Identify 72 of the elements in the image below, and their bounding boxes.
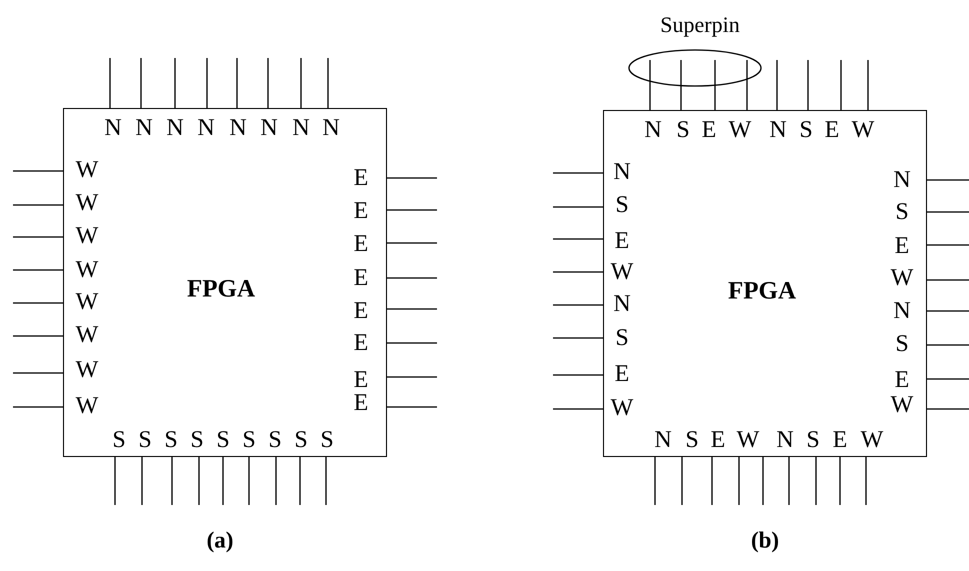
pin-letter: S: [685, 428, 699, 452]
pin-letter: N: [292, 116, 310, 140]
pin-letter: N: [166, 116, 184, 140]
pin-letter: N: [229, 116, 247, 140]
pin-letter: W: [76, 158, 98, 182]
pin-letter: E: [354, 166, 368, 190]
pin-letter: S: [676, 118, 690, 142]
pin-letter: S: [895, 332, 909, 356]
pin-letter: W: [76, 358, 98, 382]
pin-letter: E: [614, 362, 630, 386]
pin-letter: E: [702, 118, 716, 142]
pin-letter: W: [890, 393, 914, 417]
pin-letter: N: [654, 428, 672, 452]
pin-letter: N: [197, 116, 215, 140]
pin-letter: S: [799, 118, 813, 142]
pin-letter: W: [890, 266, 914, 290]
pin-letter: N: [893, 168, 911, 192]
chip-label: FPGA: [186, 276, 256, 302]
pin-letter: E: [354, 331, 368, 355]
pin-letter: S: [294, 428, 308, 452]
chip-box: [603, 110, 927, 457]
pin-letter: S: [216, 428, 230, 452]
pin-letter: E: [894, 234, 910, 258]
pin-letter: W: [76, 394, 98, 418]
pin-letter: E: [894, 368, 910, 392]
pin-letter: E: [824, 118, 840, 142]
pin-letter: W: [610, 260, 634, 284]
chip-box: [63, 108, 387, 457]
pin-letter: W: [728, 118, 752, 142]
pin-letter: E: [354, 232, 368, 256]
pin-letter: E: [710, 428, 726, 452]
chip-label: FPGA: [728, 278, 796, 304]
pin-letter: S: [190, 428, 204, 452]
pin-letter: W: [76, 191, 98, 215]
pin-letter: S: [895, 200, 909, 224]
group-label: Superpin: [660, 14, 740, 36]
pin-letter: S: [112, 428, 126, 452]
pin-letter: E: [354, 391, 368, 415]
pin-letter: W: [610, 396, 634, 420]
pin-letter: S: [615, 193, 629, 217]
pin-letter: N: [769, 118, 787, 142]
pin-letter: W: [76, 290, 98, 314]
pin-letter: S: [806, 428, 820, 452]
pin-letter: S: [164, 428, 178, 452]
pin-letter: W: [76, 323, 98, 347]
pin-letter: N: [260, 116, 278, 140]
pin-letter: W: [852, 118, 874, 142]
pin-letter: N: [613, 160, 631, 184]
pin-letter: E: [354, 266, 368, 290]
pin-letter: E: [354, 199, 368, 223]
pin-letter: N: [322, 116, 340, 140]
pin-letter: W: [76, 258, 98, 282]
pin-letter: E: [354, 299, 368, 323]
pin-letter: S: [138, 428, 152, 452]
pin-letter: S: [615, 326, 629, 350]
panel-caption: (b): [750, 528, 780, 552]
pin-letter: N: [776, 428, 794, 452]
pin-letter: E: [614, 229, 630, 253]
pin-letter: N: [644, 118, 662, 142]
pin-letter: S: [320, 428, 334, 452]
pin-letter: W: [860, 428, 884, 452]
pin-letter: N: [104, 116, 122, 140]
pin-letter: S: [242, 428, 256, 452]
pin-letter: W: [736, 428, 760, 452]
pin-letter: N: [135, 116, 153, 140]
pin-letter: W: [76, 224, 98, 248]
pin-letter: S: [268, 428, 282, 452]
pin-letter: E: [832, 428, 848, 452]
pin-letter: E: [354, 368, 368, 392]
pin-letter: N: [613, 292, 631, 316]
pin-letter: N: [893, 299, 911, 323]
panel-caption: (a): [206, 528, 234, 552]
